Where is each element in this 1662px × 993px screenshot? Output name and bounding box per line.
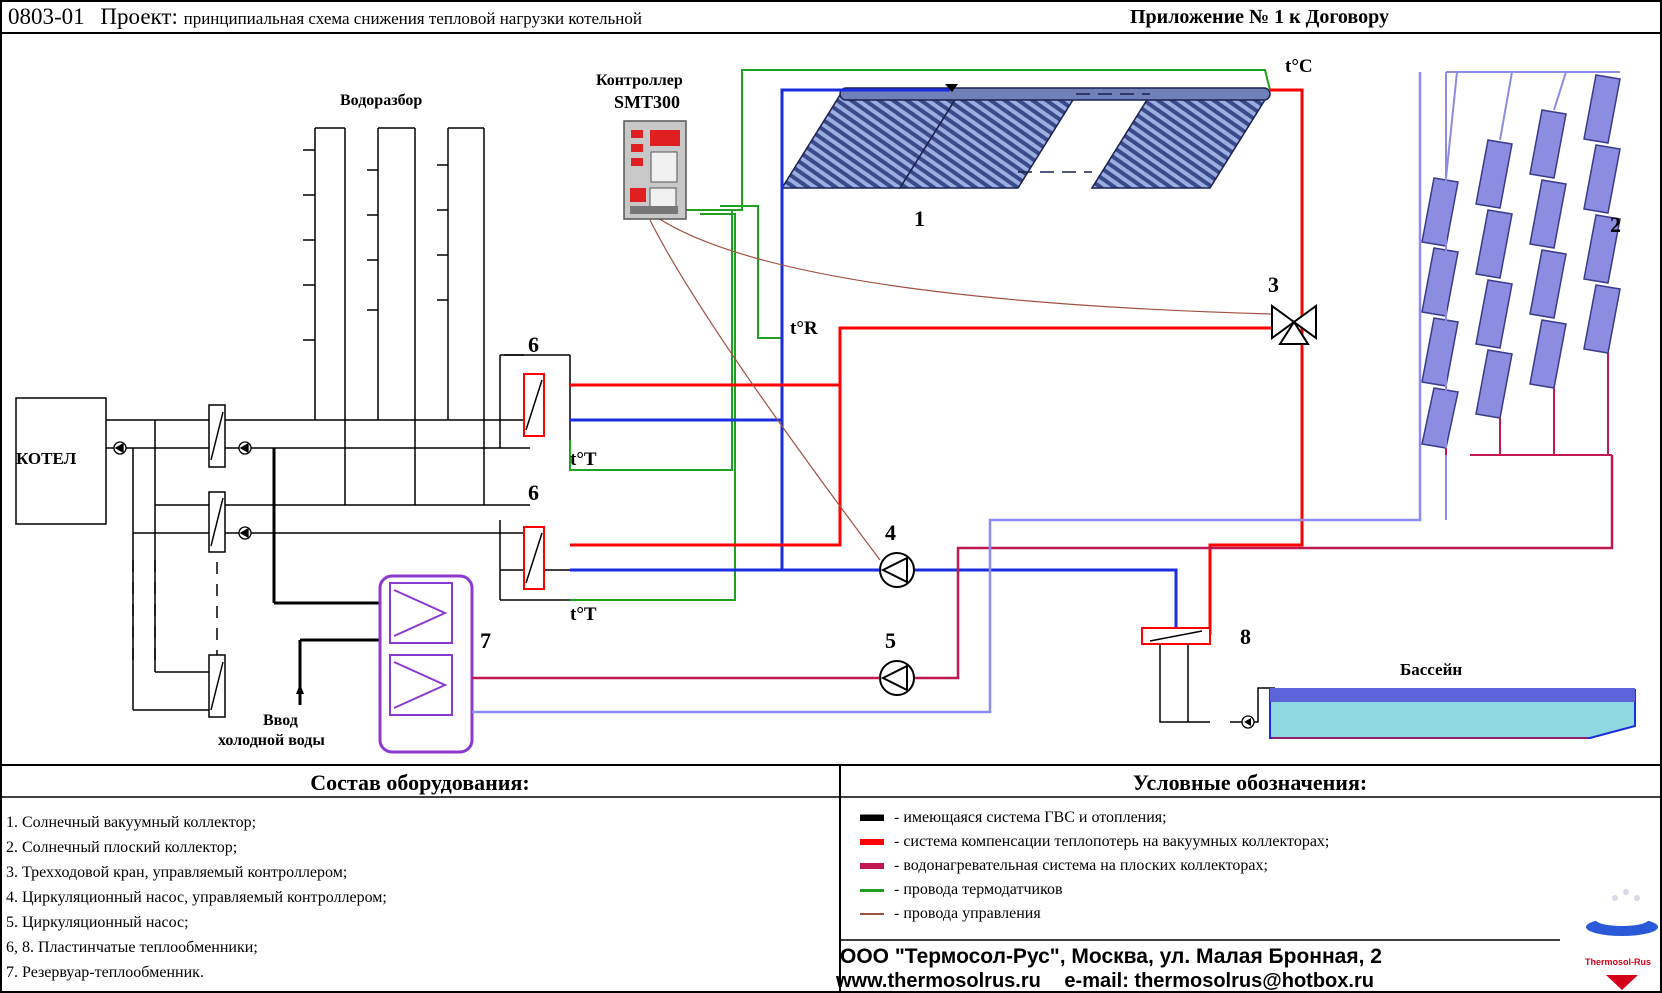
legend-text: - имеющаяся система ГВС и отопления; bbox=[894, 809, 1167, 826]
tank-coils bbox=[389, 582, 453, 716]
lavender-pipes bbox=[472, 72, 1422, 714]
legend-swatch-brown bbox=[860, 913, 884, 915]
boiler-label: КОТЕЛ bbox=[16, 449, 77, 468]
legend-text: - водонагревательная система на плоских … bbox=[894, 857, 1268, 874]
black-network bbox=[106, 127, 571, 711]
legend-swatch-black bbox=[860, 815, 884, 821]
legend-item-existing-system: - имеющаяся система ГВС и отопления; bbox=[860, 806, 1329, 830]
legend-text: - провода управления bbox=[894, 905, 1041, 922]
equipment-item: 6, 8. Пластинчатые теплообменники; bbox=[6, 939, 258, 956]
controller-device bbox=[623, 120, 687, 220]
equipment-title: Состав оборудования: bbox=[310, 770, 530, 795]
item-number-3: 3 bbox=[1268, 272, 1279, 297]
vacuum-collectors bbox=[780, 87, 1271, 189]
sensor-tr-label: t°R bbox=[790, 318, 818, 339]
water-taps bbox=[303, 149, 448, 341]
black-tank-loop bbox=[272, 448, 390, 705]
pool bbox=[1241, 688, 1636, 739]
website-link[interactable]: www.thermosolrus.ru bbox=[836, 970, 1041, 992]
equipment-item: 4. Циркуляционный насос, управляемый кон… bbox=[6, 889, 387, 906]
pump-5 bbox=[879, 660, 915, 696]
red-pipes bbox=[570, 88, 1304, 635]
collector-inlet-arrow bbox=[945, 84, 958, 92]
item-number-7: 7 bbox=[480, 628, 491, 653]
item-number-4: 4 bbox=[885, 520, 896, 545]
boiler-box bbox=[15, 397, 107, 525]
equipment-item: 3. Трехходовой кран, управляемый контрол… bbox=[6, 864, 348, 881]
legend-swatch-crimson bbox=[860, 863, 884, 869]
item-number-5: 5 bbox=[885, 628, 896, 653]
cold-water-label-1: Ввод bbox=[263, 712, 298, 729]
legend-swatch-red bbox=[860, 839, 884, 845]
equipment-item: 5. Циркуляционный насос; bbox=[6, 914, 189, 931]
item-number-2: 2 bbox=[1610, 212, 1621, 237]
appendix-note: Приложение № 1 к Договору bbox=[1130, 6, 1389, 28]
water-intake-label: Водоразбор bbox=[340, 92, 423, 109]
cold-water-label-2: холодной воды bbox=[218, 732, 325, 749]
legend-item-sensor-wires: - провода термодатчиков bbox=[860, 878, 1329, 902]
legend-item-control-wires: - провода управления bbox=[860, 902, 1329, 926]
flat-collectors bbox=[1421, 74, 1621, 449]
project-label: Проект: bbox=[100, 4, 178, 29]
flat-collector-return bbox=[1445, 353, 1612, 456]
blue-pipes bbox=[570, 88, 1178, 640]
dashed-bypass bbox=[132, 540, 218, 660]
contact-line: www.thermosolrus.ru e-mail: thermosolrus… bbox=[836, 970, 1374, 993]
flat-collector-pipes bbox=[1445, 71, 1620, 520]
header-title: 0803-01 Проект: принципиальная схема сни… bbox=[8, 4, 642, 30]
legend-text: - провода термодатчиков bbox=[894, 881, 1063, 898]
controller-label-1: Контроллер bbox=[596, 72, 683, 89]
sensor-tt-upper-label: t°T bbox=[570, 449, 597, 470]
legend-swatch-green bbox=[860, 888, 884, 892]
email-link[interactable]: e-mail: thermosolrus@hotbox.ru bbox=[1064, 970, 1374, 992]
sensor-tc-label: t°C bbox=[1285, 56, 1313, 77]
item-number-6a: 6 bbox=[528, 332, 539, 357]
item-number-8: 8 bbox=[1240, 624, 1251, 649]
controller-label-2: SMT300 bbox=[614, 92, 681, 112]
company-address: ООО "Термосол-Рус", Москва, ул. Малая Бр… bbox=[840, 945, 1382, 968]
three-way-valve bbox=[1271, 304, 1317, 345]
equipment-item: 1. Солнечный вакуумный коллектор; bbox=[6, 814, 257, 831]
cold-water-arrow bbox=[296, 684, 304, 694]
equipment-item: 2. Солнечный плоский коллектор; bbox=[6, 839, 238, 856]
sensor-wires bbox=[569, 69, 1271, 601]
plate-exchanger-6 bbox=[523, 373, 545, 590]
company-logo bbox=[1586, 889, 1658, 990]
pump-4 bbox=[879, 552, 915, 588]
project-description: принципиальная схема снижения тепловой н… bbox=[183, 9, 642, 28]
pool-label: Бассейн bbox=[1400, 660, 1463, 679]
legend-item-vacuum-system: - система компенсации теплопотерь на вак… bbox=[860, 830, 1329, 854]
control-wires bbox=[649, 215, 1273, 561]
plate-exchanger-8 bbox=[1141, 627, 1275, 723]
black-valves bbox=[113, 441, 252, 540]
equipment-item: 7. Резервуар-теплообменник. bbox=[6, 964, 204, 981]
legend-item-flat-system: - водонагревательная система на плоских … bbox=[860, 854, 1329, 878]
item-number-1: 1 bbox=[914, 206, 925, 231]
legend-list: - имеющаяся система ГВС и отопления; - с… bbox=[860, 806, 1329, 926]
crimson-pipes bbox=[472, 455, 1614, 680]
item-number-6b: 6 bbox=[528, 480, 539, 505]
equipment-list: 1. Солнечный вакуумный коллектор; 2. Сол… bbox=[6, 810, 387, 985]
project-code: 0803-01 bbox=[8, 4, 85, 29]
sensor-tt-lower-label: t°T bbox=[570, 604, 597, 625]
storage-tank bbox=[378, 574, 474, 754]
legend-text: - система компенсации теплопотерь на вак… bbox=[894, 833, 1330, 850]
logo-caption: Thermosol-Rus bbox=[1585, 957, 1652, 967]
plate-exchanger-black bbox=[208, 404, 226, 718]
legend-title: Условные обозначения: bbox=[1132, 770, 1368, 795]
